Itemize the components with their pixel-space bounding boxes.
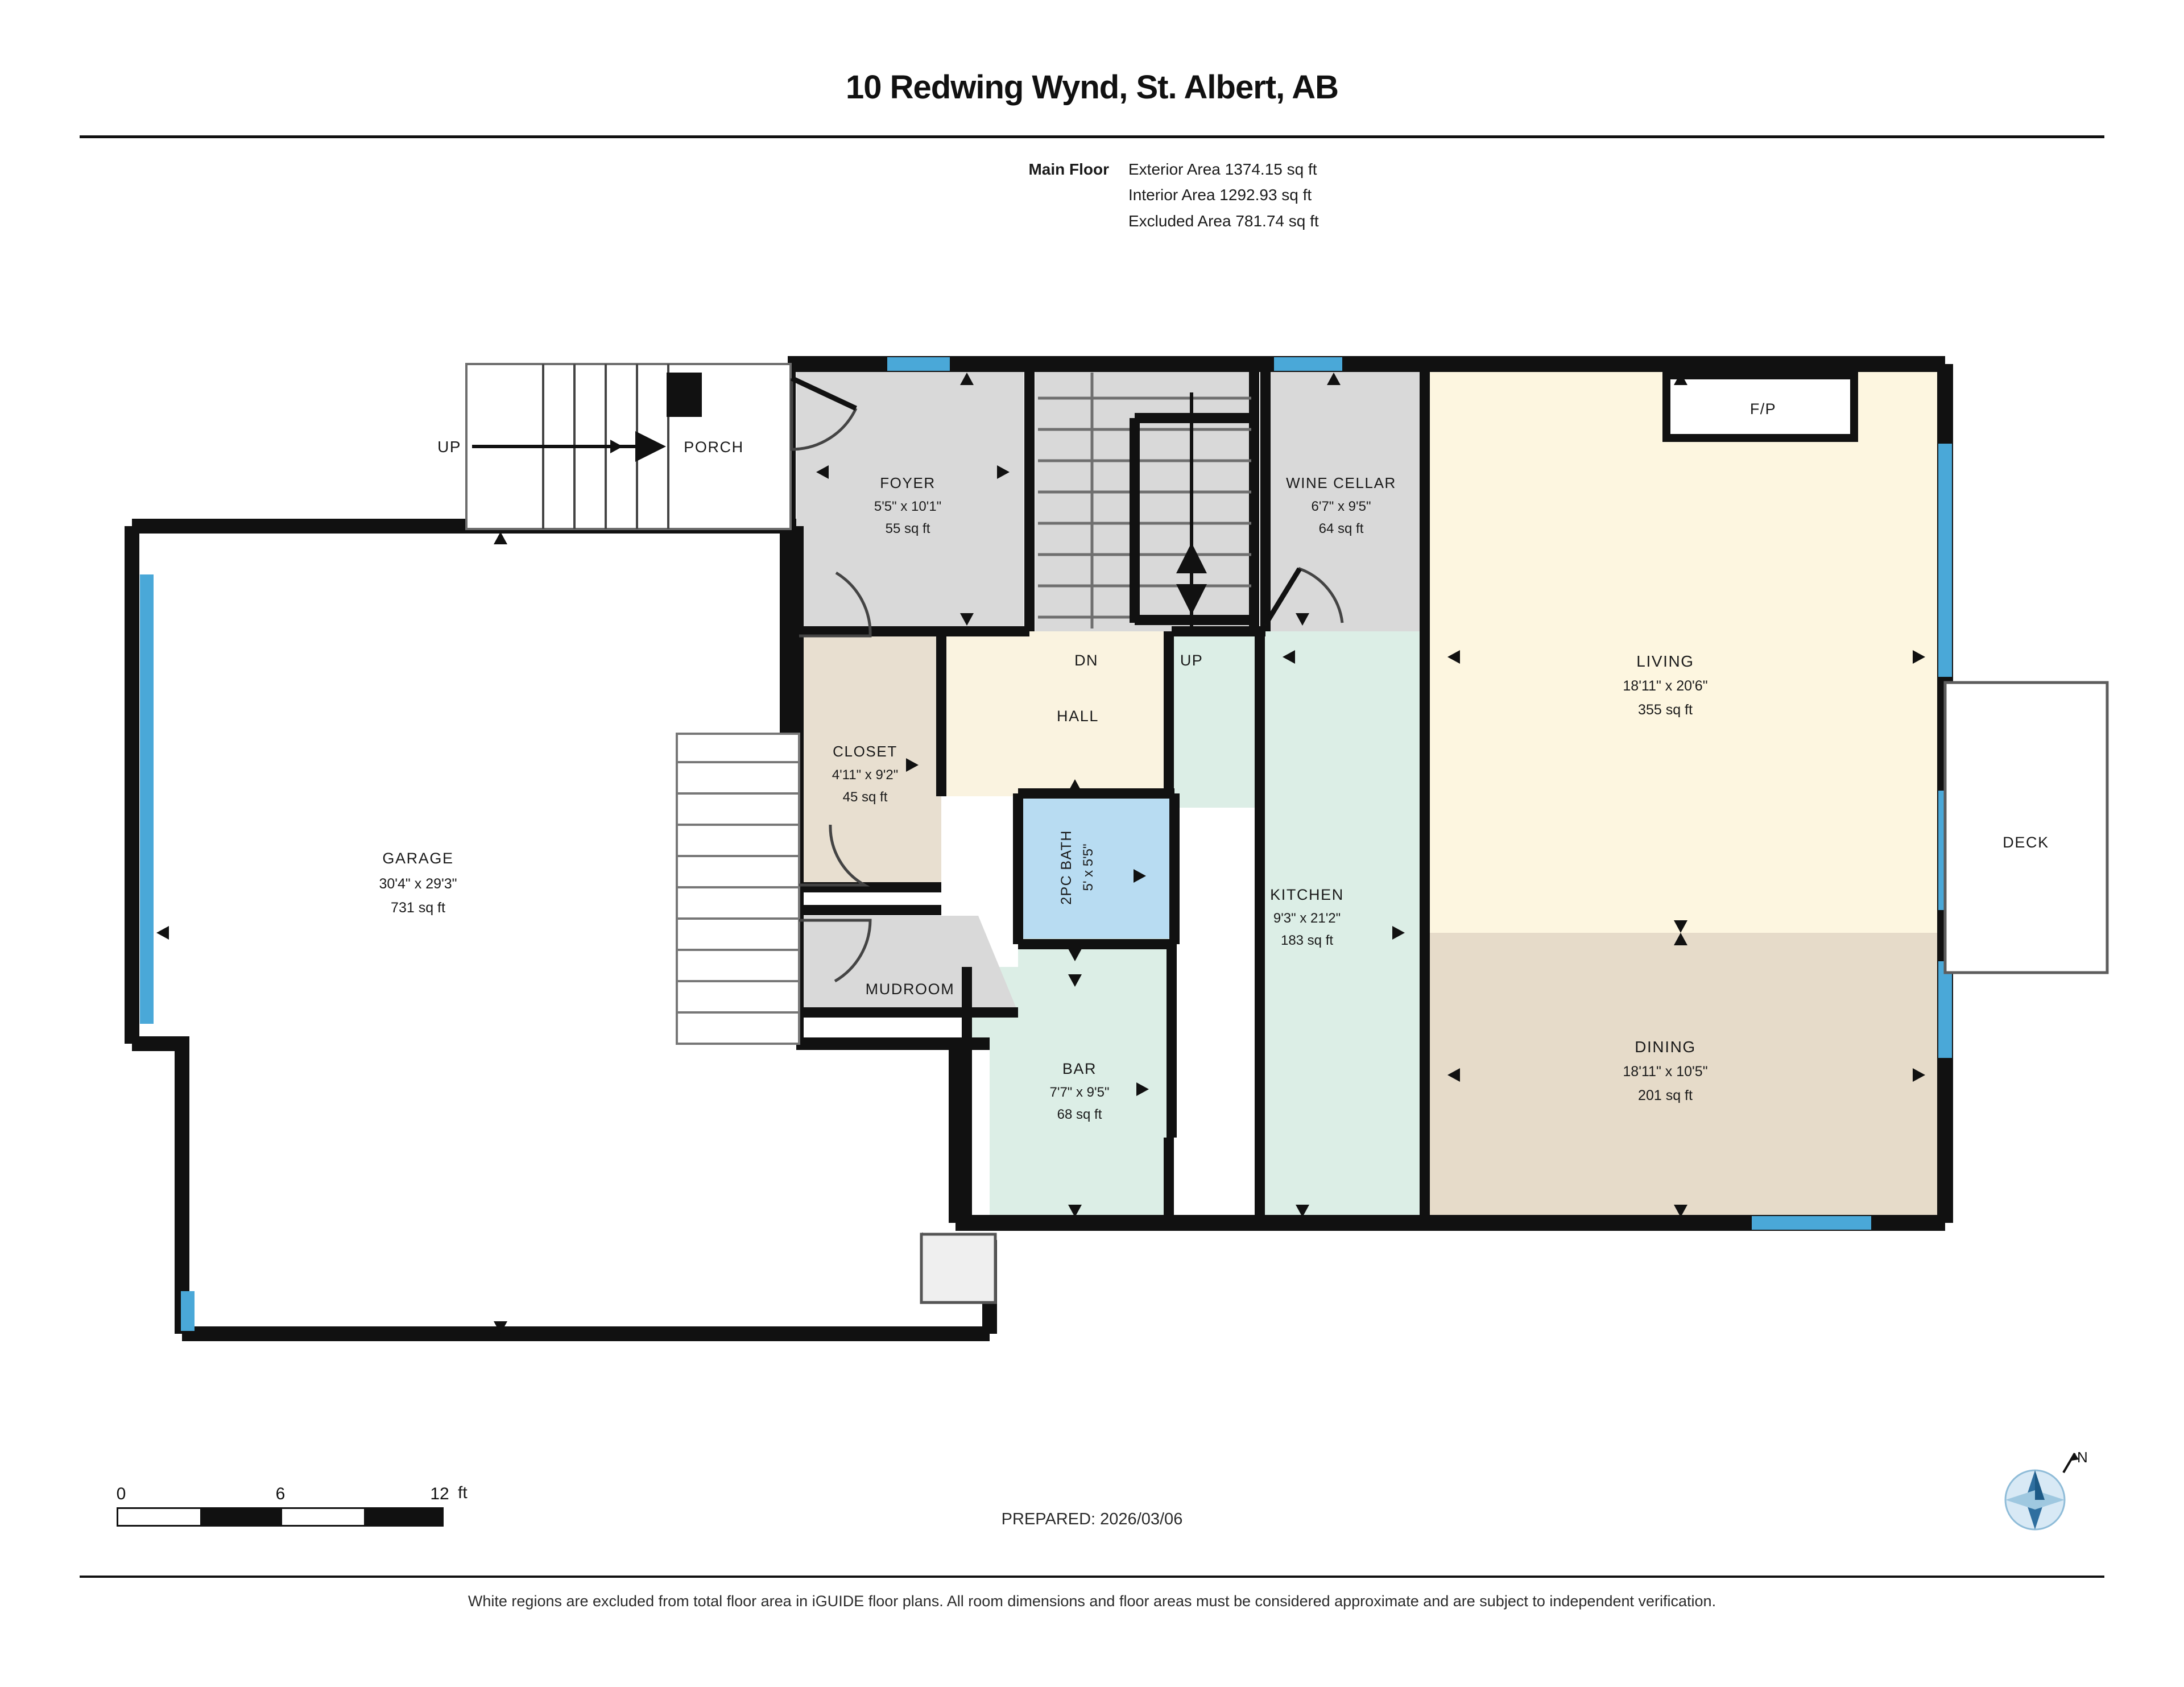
room-labels: GARAGE 30'4" x 29'3" 731 sq ft PORCH FOY… (379, 400, 2049, 1122)
room-label-deck: DECK (2003, 834, 2049, 851)
room-area-foyer: 55 sq ft (886, 521, 930, 536)
room-fill-foyer (796, 370, 1024, 631)
entry-step-block (667, 373, 702, 417)
stair-dn-label: DN (1074, 652, 1098, 669)
floor-plan-drawing: GARAGE 30'4" x 29'3" 731 sq ft PORCH FOY… (125, 356, 2109, 1341)
room-fill-mudroom (796, 916, 1018, 1012)
scale-tick-6: 6 (275, 1485, 286, 1503)
interior-walls (788, 370, 1430, 1223)
scale-track (117, 1507, 444, 1527)
room-label-mudroom: MUDROOM (866, 981, 955, 998)
mudroom-side-stairs (676, 733, 800, 1045)
room-dims-kitchen: 9'3" x 21'2" (1273, 911, 1341, 926)
interior-stairs (1038, 373, 1251, 629)
stair-up-label-porch: UP (437, 438, 461, 456)
fireplace-label: F/P (1750, 400, 1776, 417)
room-area-bar: 68 sq ft (1057, 1107, 1102, 1122)
room-label-closet: CLOSET (833, 743, 897, 760)
room-fill-2pc-bath (1021, 796, 1172, 938)
room-fill-closet (796, 631, 941, 887)
room-dims-living: 18'11" x 20'6" (1623, 678, 1707, 694)
room-label-dining: DINING (1635, 1038, 1696, 1056)
excluded-area-value: Excluded Area 781.74 sq ft (1128, 212, 1319, 230)
scale-unit: ft (458, 1483, 468, 1502)
room-dims-dining: 18'11" x 10'5" (1623, 1064, 1707, 1080)
footer-divider (80, 1576, 2104, 1578)
prepared-date: PREPARED: 2026/03/06 (1001, 1510, 1183, 1528)
room-fill-hall (941, 631, 1169, 796)
room-label-kitchen: KITCHEN (1270, 886, 1344, 903)
room-dims-closet: 4'11" x 9'2" (832, 767, 899, 783)
garage-outline (132, 526, 990, 1334)
room-label-living: LIVING (1636, 652, 1694, 670)
room-dims-2pc-bath: 5' x 5'5" (1081, 844, 1096, 891)
room-label-garage: GARAGE (382, 850, 453, 867)
room-fill-stairwell (1035, 370, 1254, 631)
room-area-living: 355 sq ft (1638, 702, 1693, 718)
floor-label: Main Floor (1028, 160, 1109, 178)
scale-tick-0: 0 (116, 1485, 126, 1503)
scale-bar: 0 6 12 ft (116, 1483, 481, 1527)
windows (140, 357, 1952, 1331)
floor-area-summary: Main Floor Exterior Area 1374.15 sq ft I… (992, 156, 1504, 234)
fireplace (1662, 371, 1858, 442)
room-dims-wine-cellar: 6'7" x 9'5" (1312, 499, 1371, 514)
scale-tick-12: 12 (430, 1485, 449, 1503)
dimension-arrow-ticks (136, 373, 1945, 1334)
room-area-dining: 201 sq ft (1638, 1088, 1693, 1103)
page-title: 10 Redwing Wynd, St. Albert, AB (846, 69, 1339, 106)
disclaimer-text: White regions are excluded from total fl… (468, 1593, 1716, 1610)
room-label-bar: BAR (1062, 1060, 1097, 1077)
room-fill-kitchen-hall (1169, 631, 1263, 808)
title-divider (80, 135, 2104, 138)
room-fill-dining (1425, 933, 1939, 1217)
room-dims-foyer: 5'5" x 10'1" (874, 499, 941, 514)
room-area-wine-cellar: 64 sq ft (1319, 521, 1364, 536)
room-area-closet: 45 sq ft (843, 789, 888, 805)
room-dims-garage: 30'4" x 29'3" (379, 876, 457, 892)
stair-up-label-interior: UP (1180, 652, 1203, 669)
room-label-porch: PORCH (684, 439, 744, 456)
room-label-hall: HALL (1057, 708, 1099, 725)
room-dims-bar: 7'7" x 9'5" (1050, 1085, 1110, 1100)
room-label-wine-cellar: WINE CELLAR (1286, 474, 1396, 491)
room-fill-kitchen (1260, 631, 1425, 1217)
room-area-kitchen: 183 sq ft (1281, 933, 1333, 948)
garage-side-door (920, 1233, 997, 1304)
interior-area-value: Interior Area 1292.93 sq ft (1128, 186, 1312, 204)
compass-rose: N (1991, 1448, 2104, 1544)
room-label-2pc-bath: 2PC BATH (1058, 830, 1074, 905)
compass-north-label: N (2077, 1449, 2088, 1466)
room-fill-living (1425, 370, 1939, 933)
room-label-foyer: FOYER (880, 474, 936, 491)
room-fill-kitchen-upper (1260, 631, 1425, 665)
deck-outline (1943, 681, 2109, 974)
door-leaves (791, 375, 1302, 626)
room-area-garage: 731 sq ft (391, 900, 445, 916)
exterior-area-value: Exterior Area 1374.15 sq ft (1128, 160, 1317, 178)
